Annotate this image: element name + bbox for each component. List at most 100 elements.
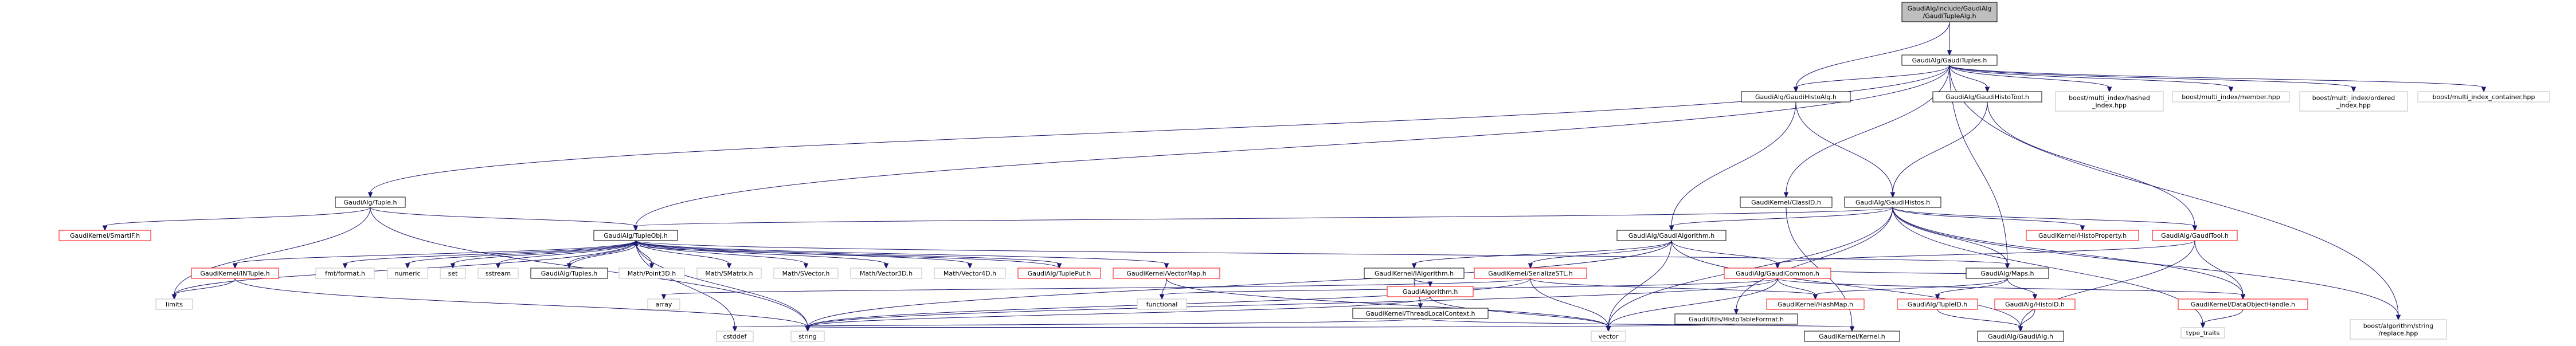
edge-tupleobj-to-intuple	[232, 240, 636, 269]
node-smartif[interactable]: GaudiKernel/SmartIF.h	[58, 230, 151, 241]
node-functional: functional	[1137, 298, 1187, 310]
node-vectormap[interactable]: GaudiKernel/VectorMap.h	[1113, 268, 1220, 279]
node-tupleput[interactable]: GaudiAlg/TuplePut.h	[1017, 268, 1101, 279]
node-dataobjhandle[interactable]: GaudiKernel/DataObjectHandle.h	[2178, 298, 2308, 310]
edge-dataobjhandle-to-typetraits	[2200, 309, 2244, 329]
node-set: set	[440, 268, 466, 279]
node-label: GaudiAlgorithm.h	[1403, 288, 1458, 296]
node-classid[interactable]: GaudiKernel/ClassID.h	[1740, 196, 1833, 208]
node-label: Math/SVector.h	[782, 270, 830, 277]
node-maps[interactable]: GaudiAlg/Maps.h	[1966, 268, 2049, 279]
node-tupleid[interactable]: GaudiAlg/TupleID.h	[1897, 298, 1978, 310]
node-label: GaudiAlg/include/GaudiAlg	[1908, 5, 1992, 13]
node-label: /GaudiTupleAlg.h	[1923, 13, 1976, 20]
edge-maps-to-tupleid	[1935, 278, 2008, 300]
node-point3d: Math/Point3D.h	[618, 268, 685, 279]
edge-gtool-to-dataobjhandle	[2194, 240, 2246, 300]
node-label: GaudiKernel/Kernel.h	[1819, 333, 1885, 340]
edge-gtuples-to-classid	[1783, 65, 1950, 198]
edge-histotool-to-gtool	[1987, 101, 2198, 231]
node-cstddef: cstddef	[716, 331, 754, 342]
node-string: string	[790, 331, 825, 342]
edge-tlc-to-kernel	[1420, 318, 1855, 332]
node-label: GaudiAlg/GaudiCommon.h	[1736, 270, 1819, 277]
node-histotable[interactable]: GaudiUtils/HistoTableFormat.h	[1674, 313, 1798, 325]
edge-galgorithm-to-ialgorithm	[1411, 240, 1672, 269]
node-label: GaudiKernel/INTuple.h	[200, 270, 269, 277]
node-label: GaudiAlg/Tuples.h	[541, 270, 598, 277]
edge-tupleid-to-gaudialg	[1937, 309, 2023, 332]
edge-tupleobj-to-set	[450, 240, 636, 269]
node-gcommon[interactable]: GaudiAlg/GaudiCommon.h	[1724, 268, 1831, 279]
node-numeric: numeric	[387, 268, 428, 279]
node-label: GaudiAlg/Maps.h	[1981, 270, 2034, 277]
edge-gcommon-to-dataobjhandle	[1777, 278, 2246, 300]
node-histoalg[interactable]: GaudiAlg/GaudiHistoAlg.h	[1741, 91, 1851, 103]
node-mi_member: boost/multi_index/member.hpp	[2172, 91, 2290, 103]
edge-maps-to-hashmap	[1812, 278, 2008, 300]
node-histoprop[interactable]: GaudiKernel/HistoProperty.h	[2026, 230, 2139, 241]
node-tuple[interactable]: GaudiAlg/Tuple.h	[335, 196, 406, 208]
node-label: GaudiAlg/GaudiHistoTool.h	[1945, 93, 2029, 101]
node-vector: vector	[1591, 331, 1626, 342]
node-replace: boost/algorithm/string/replace.hpp	[2350, 319, 2447, 340]
node-label: GaudiAlg/GaudiTuples.h	[1912, 57, 1987, 64]
node-label: limits	[166, 301, 183, 308]
node-gtool[interactable]: GaudiAlg/GaudiTool.h	[2152, 230, 2238, 241]
node-label: GaudiKernel/HashMap.h	[1778, 301, 1853, 308]
node-galgorithm[interactable]: GaudiAlg/GaudiAlgorithm.h	[1616, 230, 1727, 241]
node-label: /replace.hpp	[2379, 330, 2418, 337]
node-label: GaudiKernel/DataObjectHandle.h	[2191, 301, 2295, 308]
node-gtuples[interactable]: GaudiAlg/GaudiTuples.h	[1901, 54, 1998, 66]
edge-histotable-to-string	[805, 324, 1737, 332]
node-label: Math/Point3D.h	[628, 270, 676, 277]
dependency-edges	[102, 21, 2487, 332]
edge-gtuples-to-mi_hashed	[1949, 65, 2112, 93]
node-tuples[interactable]: GaudiAlg/Tuples.h	[530, 268, 608, 279]
node-tlc[interactable]: GaudiKernel/ThreadLocalContext.h	[1352, 308, 1489, 319]
node-algorithm[interactable]: GaudiAlgorithm.h	[1387, 286, 1474, 297]
node-tupleobj[interactable]: GaudiAlg/TupleObj.h	[593, 230, 678, 241]
edge-intuple-to-string	[234, 278, 811, 332]
node-label: GaudiKernel/ThreadLocalContext.h	[1365, 310, 1475, 317]
node-label: boost/multi_index/ordered	[2312, 95, 2395, 102]
node-label: GaudiAlg/GaudiAlg.h	[1988, 333, 2053, 340]
edge-ghistos-to-histotable	[1733, 207, 1893, 315]
edge-tupleobj-to-svector	[635, 240, 809, 269]
edge-algorithm-to-vector	[1430, 296, 1611, 332]
node-ialgorithm[interactable]: GaudiKernel/IAlgorithm.h	[1364, 268, 1465, 279]
node-kernel[interactable]: GaudiKernel/Kernel.h	[1804, 331, 1900, 342]
node-serialize[interactable]: GaudiKernel/SerializeSTL.h	[1474, 268, 1587, 279]
edge-root-to-gtuples	[1947, 22, 1952, 56]
node-label: GaudiKernel/SerializeSTL.h	[1488, 270, 1573, 277]
edge-gtuples-to-mi_ordered	[1949, 65, 2356, 93]
node-label: cstddef	[723, 333, 747, 340]
node-label: Math/Vector4D.h	[944, 270, 996, 277]
edge-maps-to-histoid	[2007, 278, 2038, 300]
node-intuple[interactable]: GaudiKernel/INTuple.h	[191, 268, 279, 279]
edge-gtuples-to-tuple	[367, 65, 1950, 198]
node-mi_hashed: boost/multi_index/hashed_index.hpp	[2055, 91, 2164, 112]
node-sstream: sstream	[477, 268, 519, 279]
node-label: boost/multi_index/hashed	[2069, 95, 2150, 102]
edge-gtuples-to-histotool	[1949, 65, 1990, 93]
edge-tupleobj-to-fmt	[342, 240, 636, 269]
node-root[interactable]: GaudiAlg/include/GaudiAlg/GaudiTupleAlg.…	[1901, 2, 1998, 22]
edge-galgorithm-to-serialize	[1528, 240, 1672, 269]
node-histoid[interactable]: GaudiAlg/HistoID.h	[1994, 298, 2076, 310]
node-label: boost/algorithm/string	[2363, 323, 2434, 330]
node-label: GaudiKernel/IAlgorithm.h	[1375, 270, 1454, 277]
node-ghistos[interactable]: GaudiAlg/GaudiHistos.h	[1844, 196, 1941, 208]
node-label: GaudiKernel/VectorMap.h	[1126, 270, 1206, 277]
node-label: numeric	[394, 270, 420, 277]
node-gaudialg[interactable]: GaudiAlg/GaudiAlg.h	[1977, 331, 2064, 342]
node-histotool[interactable]: GaudiAlg/GaudiHistoTool.h	[1932, 91, 2042, 103]
dependency-nodes: GaudiAlg/include/GaudiAlg/GaudiTupleAlg.…	[58, 2, 2550, 342]
node-label: array	[656, 301, 672, 308]
node-label: Math/SMatrix.h	[705, 270, 753, 277]
node-label: set	[448, 270, 458, 277]
node-label: GaudiKernel/ClassID.h	[1751, 199, 1821, 206]
edge-serialize-to-array	[661, 278, 1531, 300]
node-hashmap[interactable]: GaudiKernel/HashMap.h	[1766, 298, 1865, 310]
